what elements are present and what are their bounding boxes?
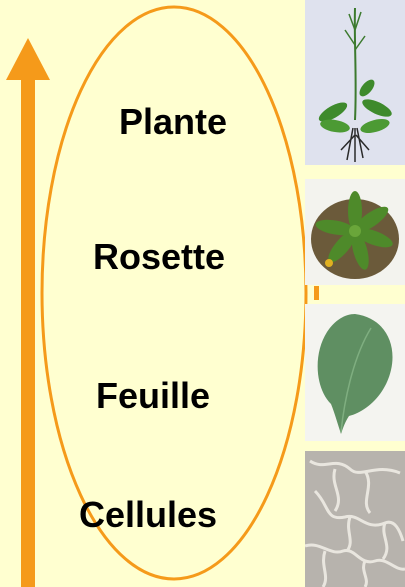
leaf-icon [305, 304, 405, 441]
leaf-photo [305, 304, 405, 441]
rosette-icon [305, 179, 405, 285]
cells-icon [305, 451, 405, 587]
level-label-rosette: Rosette [93, 239, 225, 275]
arrow-head [6, 38, 50, 80]
cells-micrograph [305, 451, 405, 587]
level-label-plante: Plante [119, 104, 227, 140]
plant-icon [305, 0, 405, 165]
rosette-pot-photo [305, 179, 405, 285]
whole-plant-photo [305, 0, 405, 165]
level-label-cellules: Cellules [79, 497, 217, 533]
arrow-shaft [21, 78, 35, 587]
level-label-feuille: Feuille [96, 378, 210, 414]
connector-tick [314, 286, 319, 300]
